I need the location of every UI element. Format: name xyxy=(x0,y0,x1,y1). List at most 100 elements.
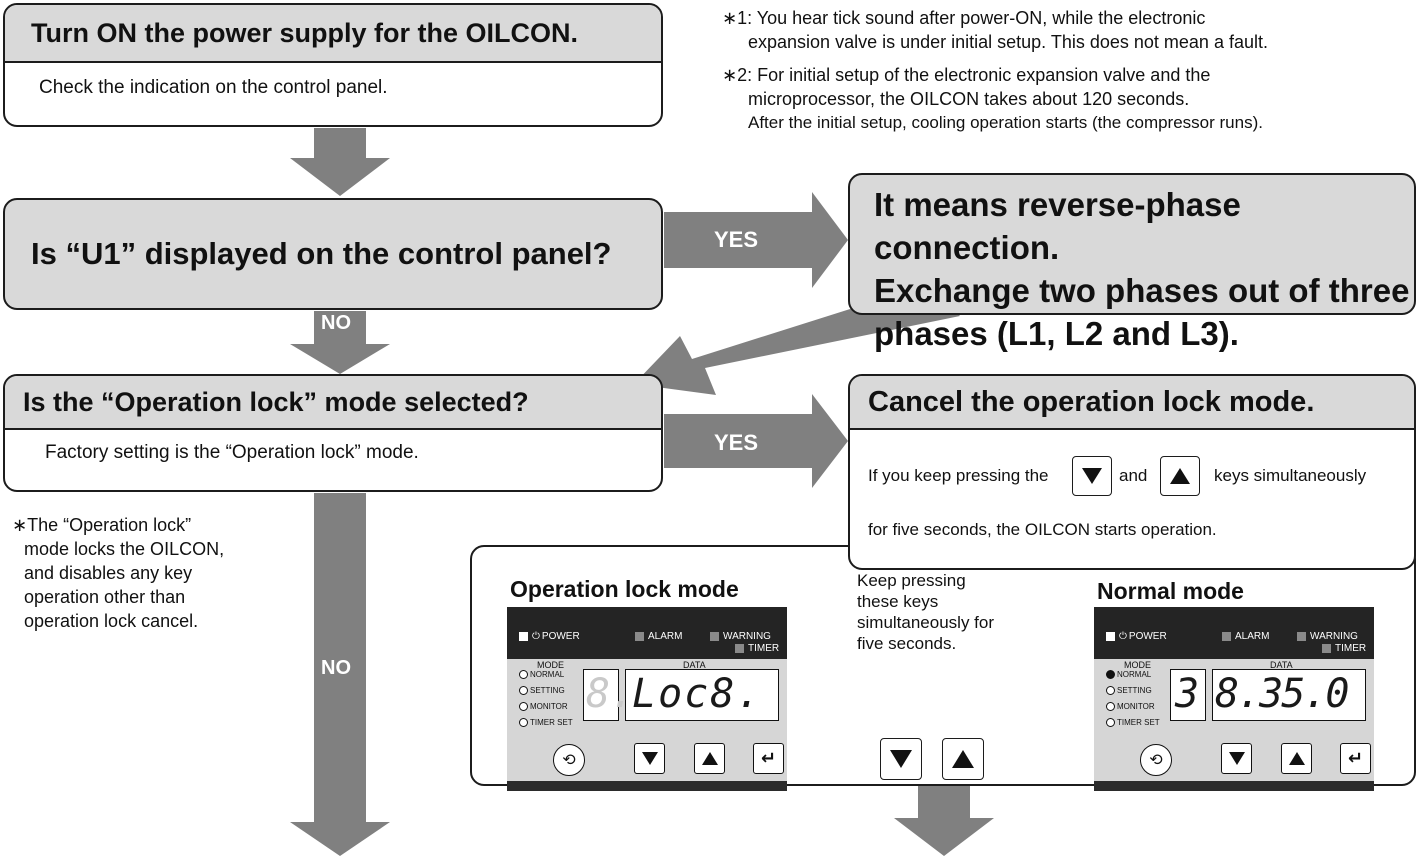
cancel-text-c: keys simultaneously xyxy=(1214,466,1367,485)
alarm-label: ALARM xyxy=(1235,631,1270,642)
warning-indicator: WARNING xyxy=(710,631,771,642)
alarm-indicator: ALARM xyxy=(1222,631,1269,642)
instruction-line2: these keys xyxy=(857,592,939,611)
data-digits: Loc8. xyxy=(632,671,763,717)
panel-stripe xyxy=(1094,781,1374,791)
reverse-phase-line2: Exchange two phases out of three xyxy=(874,272,1410,309)
mode-label: MODE xyxy=(537,660,564,670)
control-panel-lock: ⏻POWER ALARM WARNING TIMER MODE DATA NOR… xyxy=(507,607,787,791)
mode-timerset-led: TIMER SET xyxy=(519,718,573,727)
arrow-panels-down xyxy=(894,786,994,856)
step2-yes-label: YES xyxy=(714,227,759,252)
instruction-line1: Keep pressing xyxy=(857,571,966,590)
mode-digit: 3 xyxy=(1175,671,1200,717)
power-icon: ⏻ xyxy=(1119,631,1127,642)
step3-footnote: ∗The “Operation lock” mode locks the OIL… xyxy=(12,513,224,633)
mode-display: 3 xyxy=(1170,669,1206,721)
step3-no-label: NO xyxy=(321,657,351,679)
mode-setting-led: SETTING xyxy=(1106,686,1152,695)
alarm-label: ALARM xyxy=(648,631,683,642)
step2-question: Is “U1” displayed on the control panel? xyxy=(3,198,663,310)
note-1-line1: ∗1: You hear tick sound after power-ON, … xyxy=(722,8,1206,28)
enter-key-icon: ↵ xyxy=(1340,743,1371,774)
footnote-line1: ∗The “Operation lock” xyxy=(12,515,192,535)
enter-key-icon: ↵ xyxy=(753,743,784,774)
power-label: POWER xyxy=(1128,631,1167,642)
cancel-lock-text-line2: for five seconds, the OILCON starts oper… xyxy=(868,520,1217,539)
note-1: ∗1: You hear tick sound after power-ON, … xyxy=(722,6,1422,54)
arrow-step1-to-step2 xyxy=(290,128,390,196)
mode-normal-label: NORMAL xyxy=(530,670,565,679)
step3-title: Is the “Operation lock” mode selected? xyxy=(5,376,661,430)
down-arrow-key-icon xyxy=(634,743,665,774)
cancel-lock-box: Cancel the operation lock mode. If you k… xyxy=(848,374,1416,570)
cancel-lock-text-line1: If you keep pressing the xyxy=(868,466,1049,486)
normal-mode-title: Normal mode xyxy=(1097,578,1244,604)
note-2-line3: After the initial setup, cooling operati… xyxy=(748,113,1263,132)
step3-box: Is the “Operation lock” mode selected? F… xyxy=(3,374,663,492)
mode-timerset-label: TIMER SET xyxy=(1117,718,1160,727)
warning-label: WARNING xyxy=(1310,631,1358,642)
warning-indicator: WARNING xyxy=(1297,631,1358,642)
step3-yes-label: YES xyxy=(714,430,759,455)
data-digits: 8.35.0 xyxy=(1215,671,1349,717)
data-display: Loc8. xyxy=(625,669,779,721)
down-arrow-key-icon xyxy=(1221,743,1252,774)
mode-monitor-label: MONITOR xyxy=(1117,702,1155,711)
data-label: DATA xyxy=(1270,660,1293,670)
cancel-text-b: and xyxy=(1119,466,1148,485)
down-key-icon xyxy=(1072,456,1112,496)
data-label: DATA xyxy=(683,660,706,670)
arrow-return-diagonal xyxy=(634,290,960,395)
mode-monitor-led: MONITOR xyxy=(1106,702,1155,711)
up-arrow-key-icon xyxy=(1281,743,1312,774)
reverse-phase-box: It means reverse-phase connection. Excha… xyxy=(848,173,1416,352)
step2-no-label: NO xyxy=(321,312,351,334)
step1-subtitle: Check the indication on the control pane… xyxy=(39,77,388,98)
mode-setting-label: SETTING xyxy=(1117,686,1152,695)
instruction-line4: five seconds. xyxy=(857,634,957,653)
mode-timerset-led: TIMER SET xyxy=(1106,718,1160,727)
power-indicator: ⏻POWER xyxy=(519,631,580,642)
transition-up-key-icon xyxy=(942,738,984,780)
up-arrow-key-icon xyxy=(694,743,725,774)
lock-mode-title: Operation lock mode xyxy=(510,576,739,602)
cancel-text-a: If you keep pressing the xyxy=(868,466,1049,485)
note-2-line1: ∗2: For initial setup of the electronic … xyxy=(722,65,1211,85)
mode-monitor-led: MONITOR xyxy=(519,702,568,711)
transition-instruction: Keep pressing these keys simultaneously … xyxy=(857,570,994,654)
power-label: POWER xyxy=(541,631,580,642)
mode-setting-led: SETTING xyxy=(519,686,565,695)
panel-stripe xyxy=(507,781,787,791)
footnote-line4: operation other than xyxy=(24,587,186,607)
reverse-phase-line1: It means reverse-phase connection. xyxy=(874,186,1241,266)
reverse-phase-line3: phases (L1, L2 and L3). xyxy=(874,315,1239,352)
rotate-key-icon: ⟲ xyxy=(1140,744,1172,776)
step3-subtitle: Factory setting is the “Operation lock” … xyxy=(45,442,419,463)
mode-setting-label: SETTING xyxy=(530,686,565,695)
arrow-step2-yes xyxy=(664,192,848,288)
arrow-step3-yes xyxy=(664,394,848,488)
power-indicator: ⏻POWER xyxy=(1106,631,1167,642)
timer-indicator: TIMER xyxy=(735,643,779,654)
arrow-step3-no xyxy=(290,493,390,856)
step1-title: Turn ON the power supply for the OILCON. xyxy=(5,5,661,63)
arrow-step2-to-step3 xyxy=(290,311,390,374)
note-2-line2: microprocessor, the OILCON takes about 1… xyxy=(748,89,1190,109)
timer-label: TIMER xyxy=(748,643,780,654)
mode-normal-led: NORMAL xyxy=(519,670,564,679)
rotate-key-icon: ⟲ xyxy=(553,744,585,776)
power-icon: ⏻ xyxy=(532,631,540,642)
mode-timerset-label: TIMER SET xyxy=(530,718,573,727)
instruction-line3: simultaneously for xyxy=(857,613,995,632)
data-display: 8.35.0 xyxy=(1212,669,1366,721)
mode-display: 8. xyxy=(583,669,634,721)
transition-down-key-icon xyxy=(880,738,922,780)
cancel-lock-title: Cancel the operation lock mode. xyxy=(850,376,1414,430)
note-1-line2: expansion valve is under initial setup. … xyxy=(748,32,1268,52)
mode-monitor-label: MONITOR xyxy=(530,702,568,711)
mode-label: MODE xyxy=(1124,660,1151,670)
up-key-icon xyxy=(1160,456,1200,496)
warning-label: WARNING xyxy=(723,631,771,642)
